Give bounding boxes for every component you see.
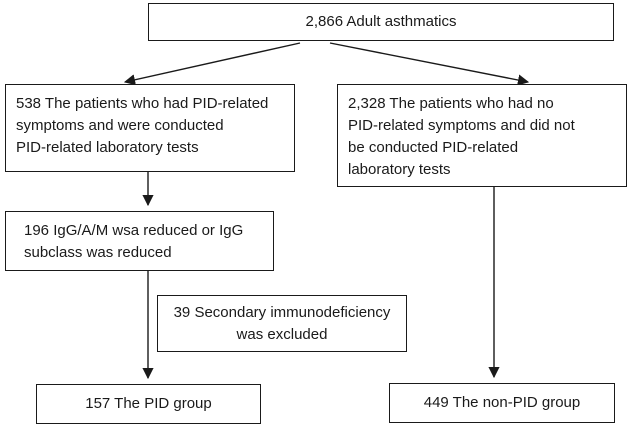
pid-group-box: 157 The PID group [36,384,261,424]
excluded-line-1: 39 Secondary immunodeficiency [173,303,391,321]
pid-symptoms-line-3: PID-related laboratory tests [16,139,199,156]
pid-symptoms-box: 538 The patients who had PID-related sym… [5,84,295,172]
arrow-root-to-no-pid-symptoms [329,42,530,86]
pid-symptoms-line-2: symptoms and were conducted [16,117,224,134]
no-pid-symptoms-line-2: PID-related symptoms and did not [348,117,575,134]
no-pid-symptoms-box: 2,328 The patients who had no PID-relate… [337,84,627,187]
arrow-root-to-pid-symptoms [123,42,301,86]
excluded-line-2: was excluded [236,325,328,343]
pid-group-text: 157 The PID group [85,395,212,412]
no-pid-symptoms-line-3: be conducted PID-related [348,139,519,156]
reduced-line-2: subclass was reduced [24,244,172,261]
root-text: 2,866 Adult asthmatics [305,13,457,30]
reduced-line-1: 196 IgG/A/M wsa reduced or IgG [24,222,244,239]
no-pid-symptoms-line-1: 2,328 The patients who had no [348,95,554,112]
root-box: 2,866 Adult asthmatics [148,3,614,41]
excluded-box: 39 Secondary immunodeficiency was exclud… [157,295,407,352]
reduced-box: 196 IgG/A/M wsa reduced or IgG subclass … [5,211,274,271]
non-pid-group-text: 449 The non-PID group [423,394,581,411]
non-pid-group-box: 449 The non-PID group [389,383,615,423]
no-pid-symptoms-line-4: laboratory tests [348,161,451,178]
pid-symptoms-line-1: 538 The patients who had PID-related [16,95,269,112]
